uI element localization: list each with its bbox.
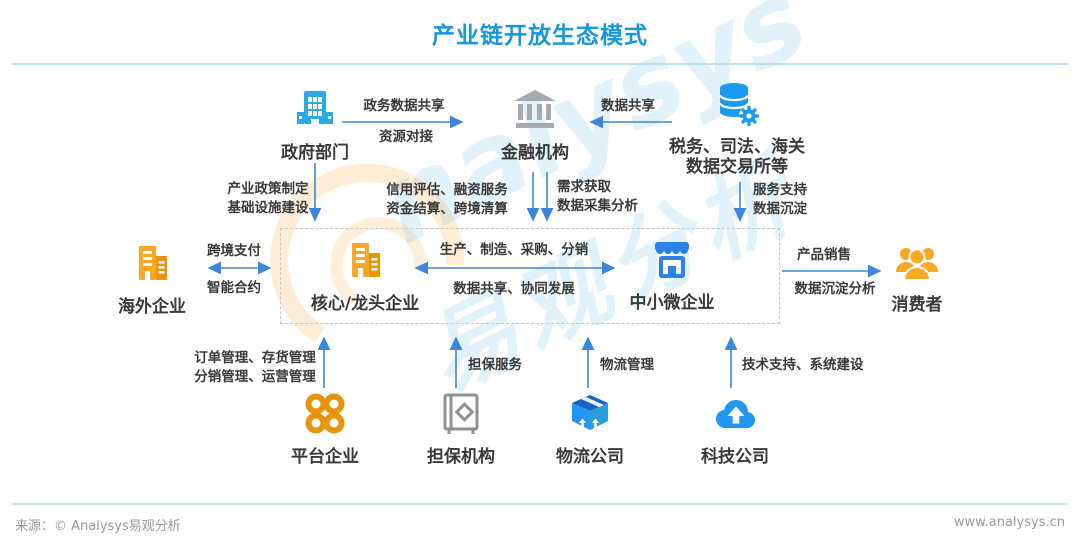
node-sme-label: 中小微企业: [629, 293, 715, 313]
source-credit: 来源：© Analysys易观分析: [15, 519, 181, 534]
edge-label-finance-core-2: 资金结算、跨境清算: [386, 201, 508, 217]
website-url: www.analysys.cn: [953, 515, 1065, 530]
node-consumer: 消费者: [847, 238, 987, 315]
overseas-building-icon: [128, 240, 176, 292]
edge-label-platform-core: 订单管理、存货管理 分销管理、运营管理: [175, 349, 335, 387]
footer-divider: [12, 503, 1068, 505]
database-gear-icon: [713, 80, 761, 132]
package-box-icon: [566, 390, 614, 442]
people-group-icon: [893, 238, 941, 290]
edge-label-finance-core: 信用评估、融资服务 资金结算、跨境清算: [357, 181, 537, 219]
node-guarantee-label: 担保机构: [427, 447, 495, 467]
node-data-exchange: 税务、司法、海关 数据交易所等: [652, 80, 822, 177]
node-data-exchange-label-line1: 税务、司法、海关: [669, 137, 805, 157]
edge-label-exchange-sme-1: 服务支持: [753, 182, 807, 198]
cloud-upload-icon: [711, 390, 759, 442]
node-overseas: 海外企业: [82, 240, 222, 317]
edge-label-core-sme-1: 生产、制造、采购、分销: [439, 242, 589, 258]
edge-label-tech-sme: 技术支持、系统建设: [742, 357, 864, 373]
node-overseas-label: 海外企业: [118, 297, 186, 317]
node-tech: 科技公司: [665, 390, 805, 467]
edge-label-finance-sme-1: 需求获取: [557, 179, 611, 195]
edge-label-gov-core: 产业政策制定 基础设施建设: [188, 180, 348, 218]
edge-label-sme-consumer-1: 产品销售: [797, 247, 851, 263]
edge-label-exchange-finance: 数据共享: [601, 98, 655, 114]
node-tech-label: 科技公司: [701, 447, 769, 467]
platform-rings-icon: [301, 390, 349, 442]
edge-label-finance-core-1: 信用评估、融资服务: [386, 182, 508, 198]
node-finance-label: 金融机构: [501, 143, 569, 163]
header-divider: [12, 63, 1068, 65]
edge-label-gov-core-2: 基础设施建设: [227, 200, 309, 216]
node-government-label: 政府部门: [281, 143, 349, 163]
edge-label-platform-core-1: 订单管理、存货管理: [194, 350, 316, 366]
edge-label-exchange-sme: 服务支持 数据沉淀: [753, 181, 873, 219]
node-core-enterprise-label: 核心/龙头企业: [310, 294, 420, 314]
edge-label-finance-sme-2: 数据采集分析: [557, 198, 638, 214]
storefront-icon: [648, 236, 696, 288]
edge-label-overseas-core-2: 智能合约: [207, 280, 261, 296]
core-building-icon: [341, 237, 389, 289]
node-consumer-label: 消费者: [891, 295, 943, 315]
node-government: 政府部门: [245, 86, 385, 163]
edge-label-gov-finance-1: 政务数据共享: [363, 98, 445, 114]
node-guarantee: 担保机构: [391, 390, 531, 467]
node-core-enterprise: 核心/龙头企业: [295, 237, 435, 314]
edge-label-finance-sme: 需求获取 数据采集分析: [557, 178, 697, 216]
node-logistics: 物流公司: [520, 390, 660, 467]
node-data-exchange-label-line2: 数据交易所等: [686, 157, 788, 177]
page-title: 产业链开放生态模式: [432, 23, 648, 49]
node-platform: 平台企业: [255, 390, 395, 467]
edge-label-gov-finance-2: 资源对接: [379, 129, 433, 145]
node-finance: 金融机构: [465, 86, 605, 163]
edge-label-exchange-sme-2: 数据沉淀: [753, 201, 807, 217]
node-sme: 中小微企业: [602, 236, 742, 313]
core-sme-group-box: [280, 228, 780, 324]
edge-label-platform-core-2: 分销管理、运营管理: [194, 369, 316, 385]
edge-label-guarantee-core: 担保服务: [468, 357, 522, 373]
edge-label-sme-consumer-2: 数据沉淀分析: [794, 281, 876, 297]
edge-label-overseas-core-1: 跨境支付: [207, 243, 261, 259]
safe-vault-icon: [437, 390, 485, 442]
edge-label-core-sme-2: 数据共享、协同发展: [453, 281, 575, 297]
bank-icon: [511, 86, 559, 138]
node-logistics-label: 物流公司: [556, 447, 624, 467]
edge-label-gov-core-1: 产业政策制定: [227, 181, 309, 197]
node-platform-label: 平台企业: [291, 447, 359, 467]
edge-label-logistics-sme: 物流管理: [600, 357, 654, 373]
government-building-icon: [291, 86, 339, 138]
